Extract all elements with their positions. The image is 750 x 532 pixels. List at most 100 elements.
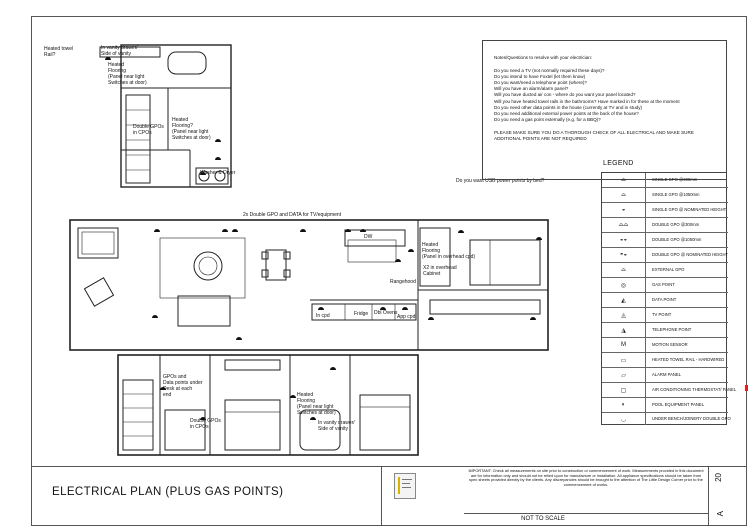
legend-row: ◒SINGLE GPO @ NOMINATED HEIGHT [602,203,728,218]
outlet-symbol [300,229,306,232]
outlet-symbol [402,307,408,310]
legend-row: ◎GAS POINT [602,278,728,293]
outlet-symbol [154,229,160,232]
gpo-300-icon: ⌓ [602,173,646,187]
under-bench-gpo-icon: ◡ [602,413,646,425]
annotation-floor-laundry: Heated Flooring? (Panel near light Switc… [172,117,211,141]
outlet-symbol [530,317,536,320]
outlet-symbol [160,387,166,390]
outlet-symbol [215,157,221,160]
outlet-symbol [380,307,386,310]
legend-row: ◡ UNDER BENCH/JOINERY DOUBLE GPO [602,413,731,426]
notes-question: Do you want/need a telephone point (wher… [494,80,587,86]
laundry-bench [195,167,229,185]
outlet-symbol [310,417,316,420]
kitchen-run [311,303,417,321]
legend-label: DOUBLE GPO @1050mm [652,237,702,242]
upper-bath-tub [167,51,207,75]
dining-table [265,249,287,281]
annotation-fridge: Fridge [354,311,369,317]
thermostat-icon: ▢ [602,383,646,397]
bed-lower-left [224,399,281,451]
double-gpo-nominated-icon: ◓◒ [602,248,646,262]
outlet-symbol [152,315,158,318]
notes-question: Do you need other data points in the hou… [494,104,643,110]
annotation-washer: Washer & Dryer [200,170,236,176]
annotation-overhead: X2 in overhead Cabinet [423,265,457,277]
legend-label: TELEPHONE POINT [652,327,692,332]
sheet-divider [708,467,709,526]
outlet-symbol [232,229,238,232]
notes-question: Do you need a gas point externally (e.g.… [494,116,601,122]
lower-level-walls [117,354,419,456]
external-gpo-icon: ⌓ [602,263,646,277]
motion-sensor-icon: M [602,338,646,352]
notes-question: Do you need a TV (not normally required … [494,68,605,74]
notes-box: Notes/Questions to resolve with your ele… [482,40,727,180]
alarm-panel-icon: ▱ [602,368,646,382]
legend-label: TV POINT [652,312,672,317]
rug-round [193,251,223,281]
wardrobe-right [429,299,541,315]
outlet-symbol [222,229,228,232]
bed-upper-right [469,239,541,286]
annotation-app-cpd: App cpd [397,314,416,320]
drawing-sheet-border [31,16,747,526]
legend-row: ◐POOL EQUIPMENT PANEL [602,398,728,413]
revision-letter: A [716,511,725,517]
drawing-title: ELECTRICAL PLAN (PLUS GAS POINTS) [52,486,284,498]
sheet-number: 20 [714,473,723,482]
island-bench [347,239,397,263]
living-rug [159,237,246,299]
legend-row: ⌓ SINGLE GPO @1050mm [602,188,728,203]
double-gpo-1050-icon: ◒◒ [602,233,646,247]
legend-label: GAS POINT [652,282,675,287]
annotation-usb: Do you want USB power points by bed? [456,178,545,184]
outlet-symbol [536,237,542,240]
legend-row: ◒◒ DOUBLE GPO @1050mm [602,233,728,248]
upper-wing-walls [120,44,232,188]
important-note: IMPORTANT: Check all measurements on sit… [468,468,704,487]
revision-marker [745,385,748,391]
annotation-rangehood: Rangehood [390,279,416,285]
legend-label: SINGLE GPO @300mm [652,177,698,182]
outlet-symbol [290,395,296,398]
annotation-vanity-upper: In vanity drawer/ Side of vanity [101,45,138,57]
gpo-nominated-icon: ◒ [602,203,646,217]
outlet-symbol [215,139,221,142]
lower-stair [122,379,154,451]
legend-row: ▭HEATED TOWEL RAIL - HARDWIRED [602,353,728,368]
gpo-1050-icon: ⌓ [602,188,646,202]
annotation-dw: DW [364,234,373,240]
legend-label: DOUBLE GPO @ NOMINATED HEIGHT [652,252,729,257]
bed-lower-right [359,394,411,451]
legend-row: ⌓ SINGLE GPO @300mm [602,173,728,188]
annotation-towel-rail: Heated towel Rail? [44,46,74,58]
annotation-floor-lower-bath: Heated Flooring (Panel near light Switch… [297,392,336,416]
legend-label: SINGLE GPO @1050mm [652,192,700,197]
legend-label: UNDER BENCH/JOINERY DOUBLE GPO [652,416,731,421]
legend-row: ⌓EXTERNAL GPO [602,263,728,278]
legend-label: ALARM PANEL [652,372,682,377]
legend-row: ▢AIR CONDITIONING THERMOSTAT/ PANEL [602,383,736,398]
lower-bath-tub [299,409,341,451]
outlet-symbol [236,337,242,340]
annotation-floor-pantry: Heated Flooring (Panel in overhead cpd) [422,242,476,260]
upper-stair [125,94,151,184]
annotation-in-cpd: In cpd [316,313,330,319]
outlet-symbol [360,229,366,232]
title-block: ELECTRICAL PLAN (PLUS GAS POINTS) IMPORT… [32,466,746,526]
notes-question: Will you have heated towel rails in the … [494,98,680,104]
notes-warning: PLEASE MAKE SURE YOU DO A THOROUGH CHECK… [494,129,694,142]
title-divider [381,467,382,526]
legend-row: ◭DATA POINT [602,293,728,308]
notes-question: Will you have an alarm/alarm panel? [494,86,569,92]
towel-rail-icon: ▭ [602,353,646,367]
armchair [83,277,115,307]
telephone-point-icon: ◮ [602,323,646,337]
annotation-tv: 2x Double GPO and DATA for TV/equipment [243,212,342,218]
annotation-desk: GPOs and Data points under Desk at each … [163,374,203,398]
scale-divider [464,513,708,514]
annotation-double-gpos-upper: Double GPOs in CPOs [133,124,164,136]
legend-row: ◬TV POINT [602,308,728,323]
